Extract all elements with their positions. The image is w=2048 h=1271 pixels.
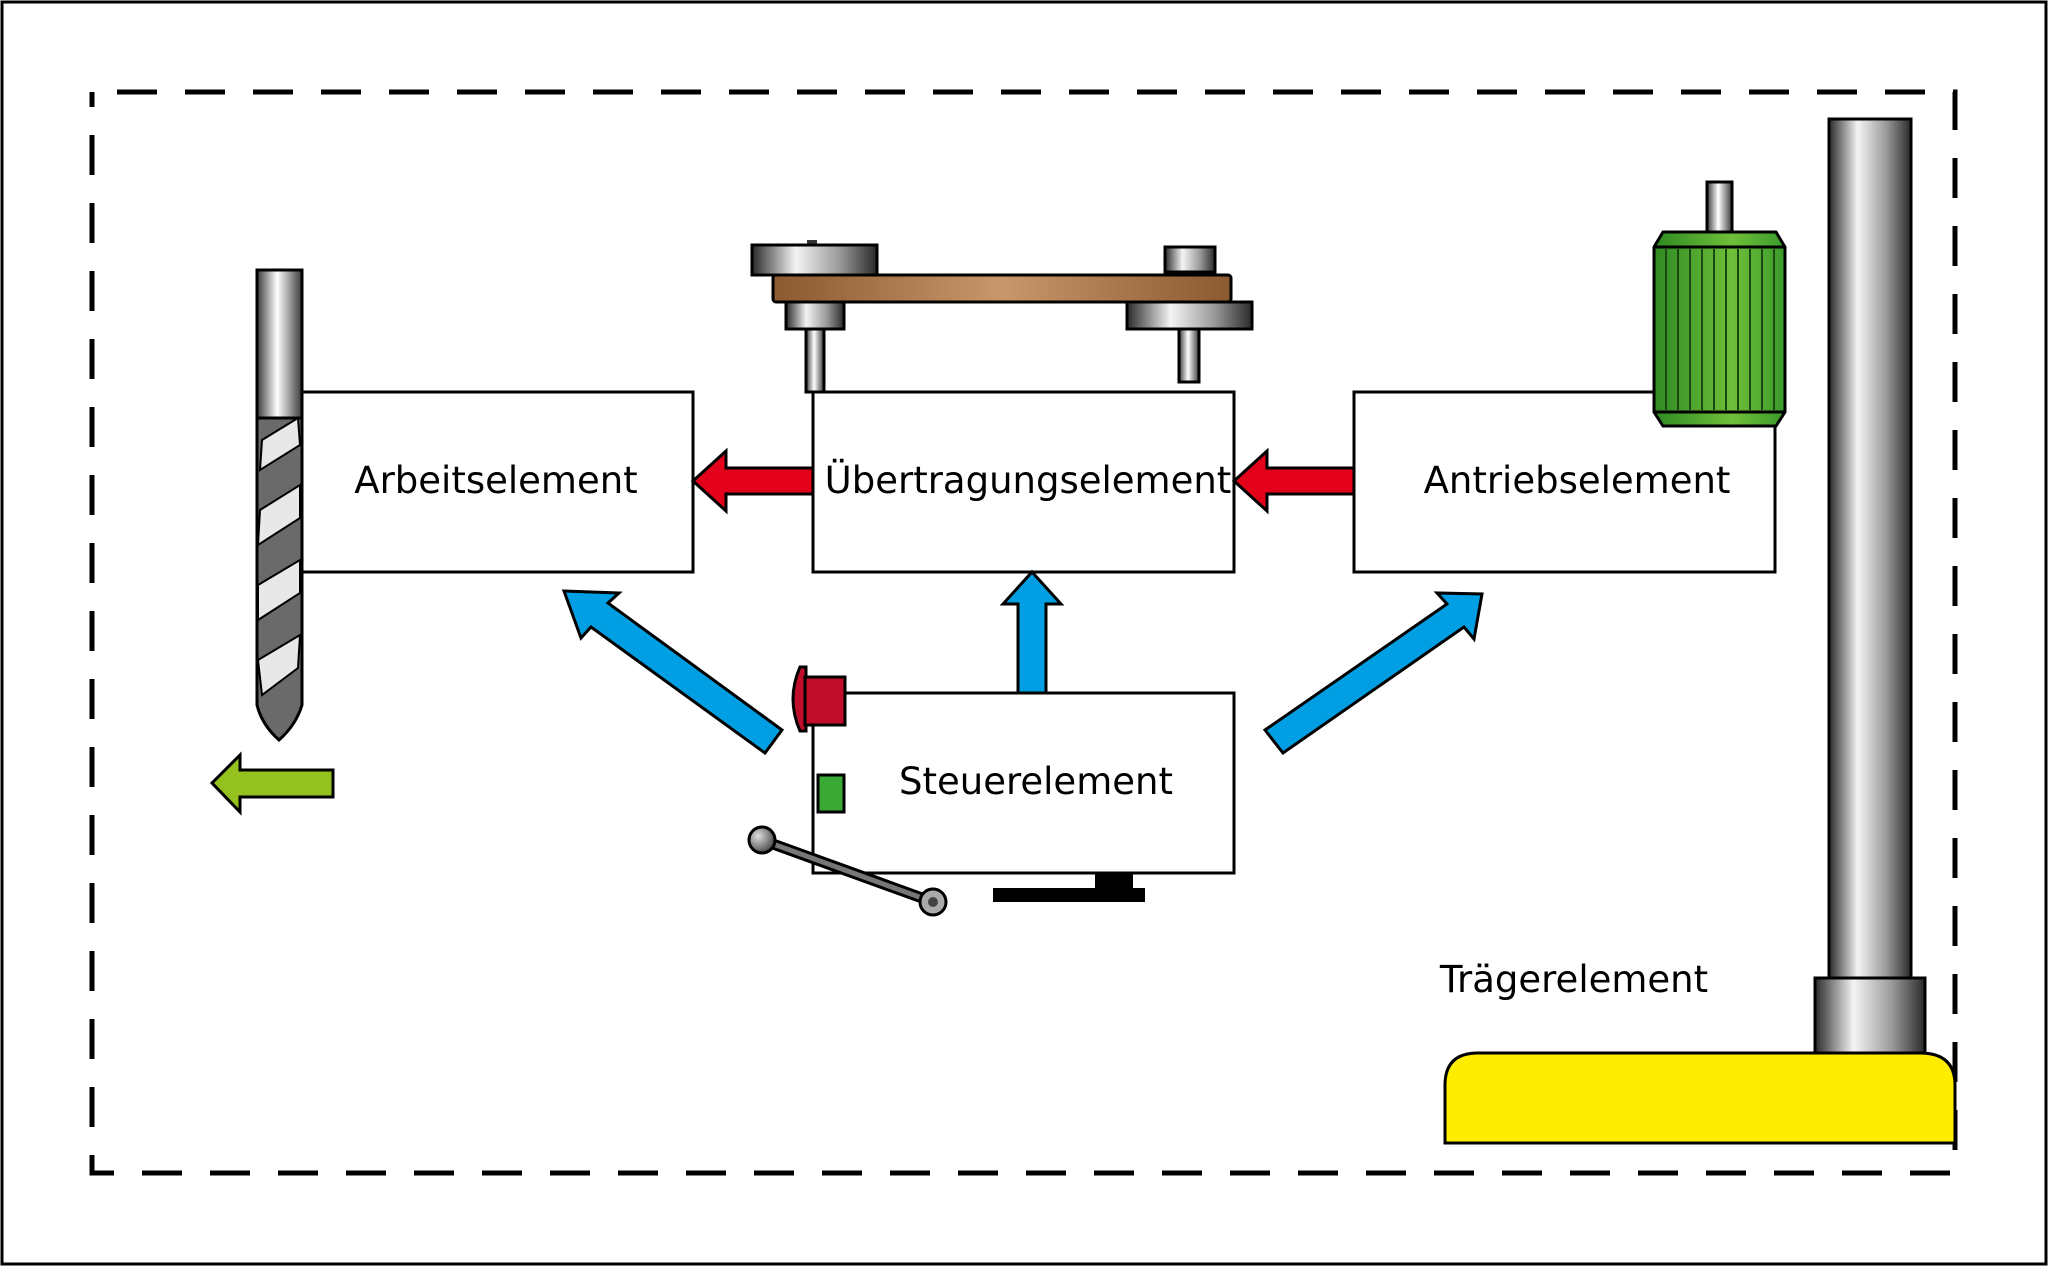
control-arrow-up <box>999 569 1065 695</box>
control-arrow-upright <box>1262 591 1484 756</box>
electric-motor-icon <box>1652 180 1787 428</box>
stop-button-icon <box>791 665 847 733</box>
box-uebertragungselement <box>811 390 1236 574</box>
energy-arrow-left <box>690 447 815 515</box>
machine-foot-icon <box>993 873 1145 902</box>
drill-bit-icon <box>255 268 304 743</box>
system-boundary <box>89 89 1958 1176</box>
feed-lever-icon <box>747 825 948 917</box>
label-traegerelement: Trägerelement <box>1439 958 1708 1001</box>
box-steuerelement <box>811 691 1236 875</box>
label-uebertragungselement: Übertragungselement <box>825 459 1232 502</box>
label-antriebselement: Antriebselement <box>1424 459 1731 502</box>
support-column-icon <box>1443 117 1957 1145</box>
label-steuerelement: Steuerelement <box>899 760 1173 803</box>
control-arrow-upleft <box>561 589 785 756</box>
label-arbeitselement: Arbeitselement <box>354 459 637 502</box>
start-button-icon <box>816 773 846 814</box>
output-arrow <box>209 751 335 816</box>
base-plate <box>1443 1051 1957 1145</box>
box-arbeitselement <box>298 390 695 574</box>
energy-arrow-right <box>1231 447 1356 515</box>
belt-drive-icon <box>750 240 1254 394</box>
